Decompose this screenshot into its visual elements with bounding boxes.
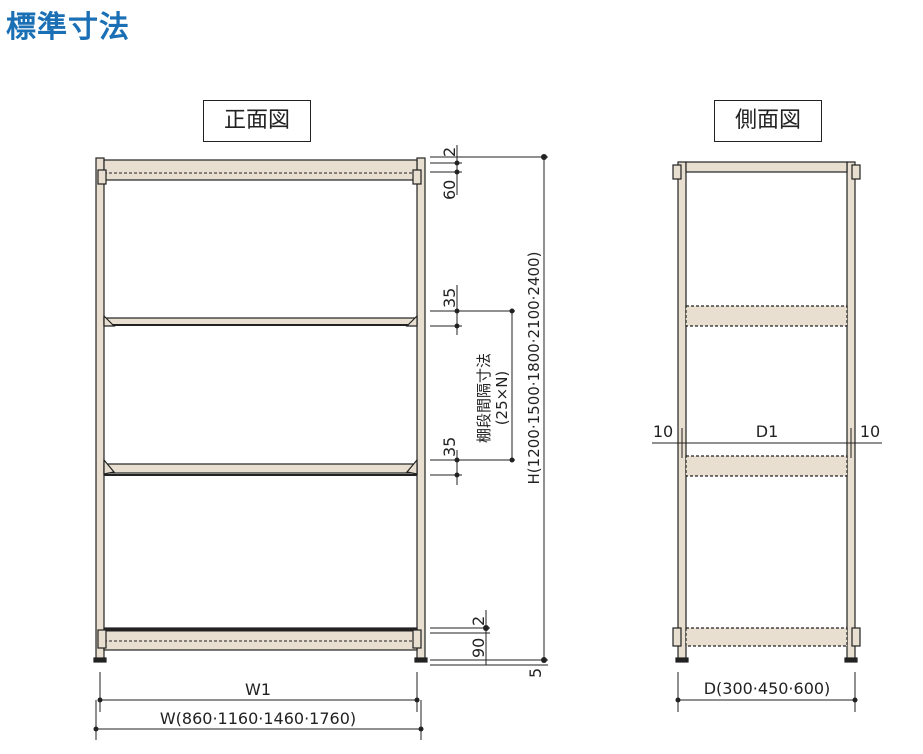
side-foot-right bbox=[844, 657, 858, 663]
front-shelf-lower-clip-right bbox=[405, 458, 418, 475]
front-bottom-bracket-right bbox=[412, 629, 422, 649]
side-left-post bbox=[677, 161, 687, 661]
page-title: 標準寸法 bbox=[6, 10, 130, 45]
side-right-post bbox=[846, 161, 856, 661]
dim-shelf-upper: 35 bbox=[440, 288, 459, 308]
dim-dot bbox=[454, 169, 460, 175]
side-top-beam bbox=[685, 161, 848, 173]
dim-dot bbox=[541, 154, 547, 160]
side-bottom-cap-right bbox=[851, 627, 861, 647]
dim-dot bbox=[93, 726, 99, 732]
dim-pitch-label: 棚段間隔寸法 bbox=[475, 353, 493, 443]
dim-height: H(1200·1500·1800·2100·2400) bbox=[525, 252, 543, 485]
side-dimension-lines bbox=[652, 428, 882, 712]
side-foot-left bbox=[675, 657, 689, 663]
dim-top-gap: 2 bbox=[440, 147, 459, 157]
dim-pitch-value: (25×N) bbox=[493, 371, 511, 426]
front-top-beam bbox=[103, 159, 418, 181]
dim-dot bbox=[852, 697, 858, 703]
dim-bottom-beam: 90 bbox=[469, 638, 488, 658]
dim-inner-depth: D1 bbox=[756, 422, 779, 441]
side-top-cap-right bbox=[851, 164, 861, 180]
dim-foot: 5 bbox=[526, 668, 545, 678]
dim-overall-width: W(860·1160·1460·1760) bbox=[160, 709, 356, 728]
front-top-bracket-left bbox=[97, 169, 107, 185]
dim-top-beam: 60 bbox=[440, 180, 459, 200]
front-view-label: 正面図 bbox=[203, 100, 311, 142]
front-shelf-lower-clip-left bbox=[103, 458, 116, 475]
dim-bottom-gap: 2 bbox=[469, 616, 488, 626]
dim-dot bbox=[483, 625, 489, 631]
dim-dot bbox=[509, 308, 515, 314]
dim-shelf-lower: 35 bbox=[440, 437, 459, 457]
dim-dot bbox=[97, 697, 103, 703]
dim-dot bbox=[414, 697, 420, 703]
front-bottom-bracket-left bbox=[97, 629, 107, 649]
front-shelf-upper-clip-left bbox=[103, 314, 116, 327]
side-view-frame bbox=[672, 161, 861, 663]
front-shelf-upper-clip-right bbox=[405, 314, 418, 327]
front-dimension-dots bbox=[93, 154, 547, 732]
side-bottom-cap-left bbox=[672, 627, 682, 647]
dim-dot bbox=[454, 472, 460, 478]
front-view-frame bbox=[93, 157, 428, 663]
front-shelf-upper bbox=[103, 317, 418, 326]
dim-inner-width: W1 bbox=[245, 680, 271, 699]
side-top-cap-left bbox=[672, 164, 682, 180]
dim-dot bbox=[675, 697, 681, 703]
dim-dot bbox=[541, 657, 547, 663]
front-foot-right bbox=[414, 657, 428, 663]
dim-dot bbox=[454, 323, 460, 329]
dim-overall-depth: D(300·450·600) bbox=[704, 679, 831, 698]
side-bottom-beam bbox=[685, 627, 848, 647]
dim-dot bbox=[454, 160, 460, 166]
dim-dot bbox=[509, 457, 515, 463]
front-right-post bbox=[416, 157, 426, 661]
front-top-bracket-right bbox=[412, 169, 422, 185]
front-left-post bbox=[95, 157, 105, 661]
dim-dot bbox=[418, 726, 424, 732]
side-view-label: 側面図 bbox=[714, 100, 822, 142]
dim-dot bbox=[454, 457, 460, 463]
front-foot-left bbox=[93, 657, 107, 663]
side-dimension-dots bbox=[675, 697, 858, 703]
dim-left-offset: 10 bbox=[653, 422, 673, 441]
front-shelf-lower bbox=[103, 463, 418, 474]
side-shelf-lower bbox=[685, 455, 848, 477]
side-shelf-upper bbox=[685, 305, 848, 327]
dim-dot bbox=[454, 308, 460, 314]
dim-right-offset: 10 bbox=[860, 422, 880, 441]
